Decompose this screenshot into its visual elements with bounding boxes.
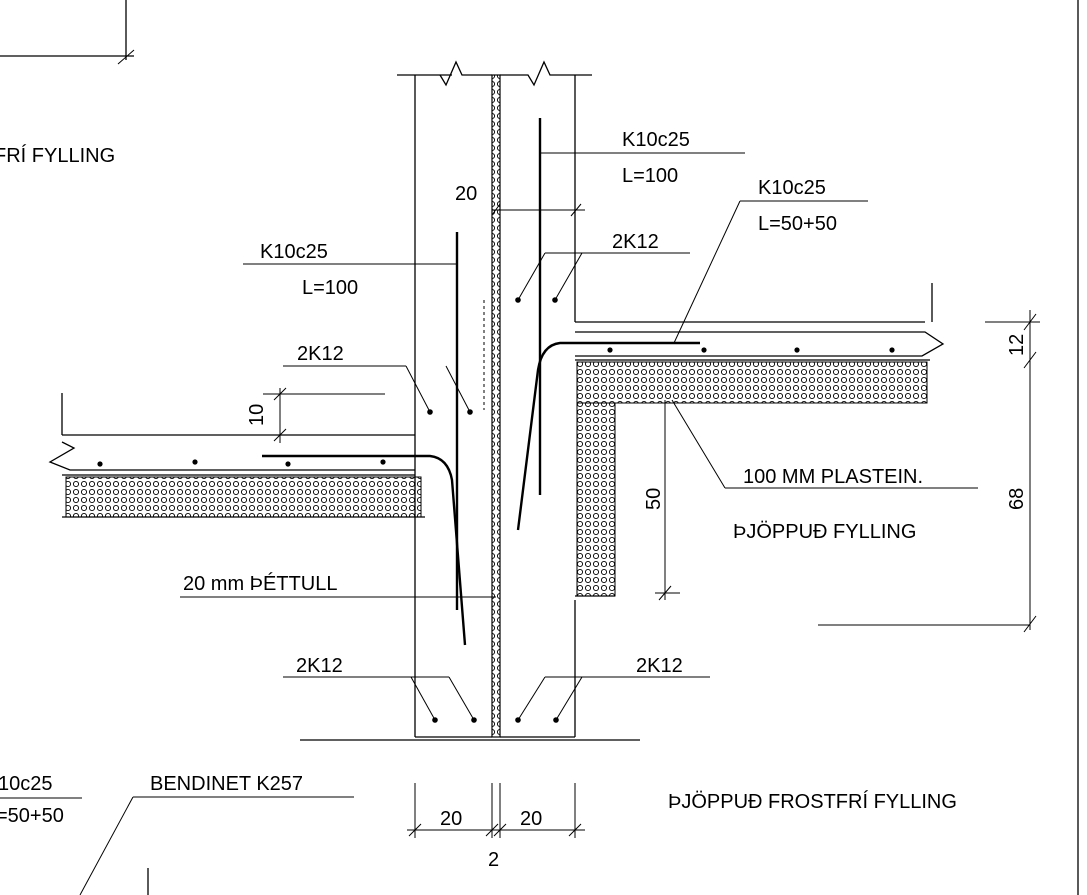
label-rebar-left: K10c25 (260, 241, 328, 263)
left-wall (397, 60, 492, 738)
label-left-slab-thickness: 10 (246, 404, 268, 426)
label-mesh: BENDINET K257 (150, 773, 303, 795)
label-bottom-left-rebar-length: =50+50 (0, 805, 64, 827)
label-left-wall-width: 20 (440, 808, 462, 830)
label-bars-top-right: 2K12 (612, 231, 659, 253)
label-top-left-fylling: FRÍ FYLLING (0, 144, 115, 167)
joint-sealant-strip (491, 74, 501, 738)
label-frost-free-fill: ÞJÖPPUÐ FROSTFRÍ FYLLING (668, 790, 957, 813)
label-compacted-fill: ÞJÖPPUÐ FYLLING (733, 521, 916, 543)
right-slab (516, 283, 945, 597)
label-right-wall-width: 20 (520, 808, 542, 830)
leader-lines (0, 152, 1030, 895)
label-right-slab-thickness: 12 (1006, 334, 1028, 356)
left-slab (48, 393, 467, 646)
label-total-depth: 68 (1006, 488, 1028, 510)
label-bars-mid-left: 2K12 (297, 343, 344, 365)
label-insulation-depth: 50 (643, 488, 665, 510)
label-insulation: 100 MM PLASTEIN. (743, 466, 923, 488)
label-joint-gap: 20 (455, 183, 477, 205)
label-bottom-left-rebar: 10c25 (0, 773, 53, 795)
label-rebar-left-length: L=100 (302, 277, 358, 299)
label-rebar-right-slab-length: L=50+50 (758, 213, 837, 235)
label-rebar-right-slab: K10c25 (758, 177, 826, 199)
title-box-fragment (0, 0, 135, 65)
label-rebar-top-right-length: L=100 (622, 165, 678, 187)
label-bars-bottom-left: 2K12 (296, 655, 343, 677)
label-sealant: 20 mm ÞÉTTULL (183, 572, 337, 595)
right-wall (500, 60, 592, 738)
label-joint-width: 2 (488, 849, 499, 871)
label-bars-bottom-right: 2K12 (636, 655, 683, 677)
label-rebar-top-right: K10c25 (622, 129, 690, 151)
dimension-lines (263, 203, 1040, 838)
